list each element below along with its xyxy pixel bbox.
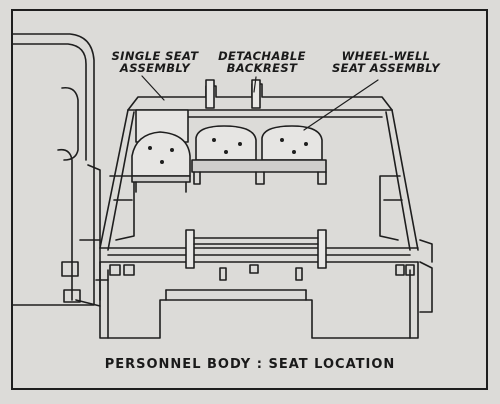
figure-caption: PERSONNEL BODY : SEAT LOCATION (104, 357, 396, 372)
wheel-well-label-line2: SEAT ASSEMBLY (332, 61, 440, 75)
backrest-label: DETACHABLE BACKREST (212, 50, 312, 74)
body-base (95, 239, 433, 339)
single-seat-label: SINGLE SEAT ASSEMBLY (105, 50, 205, 74)
wheel-well-label-line1: WHEEL-WELL (341, 49, 431, 63)
leader-lines (141, 75, 379, 131)
wheel-well-label: WHEEL-WELL SEAT ASSEMBLY (326, 50, 446, 74)
wheel-well-seat-assembly (191, 125, 327, 185)
backrest-label-line1: DETACHABLE (218, 49, 306, 63)
single-seat-label-line2: ASSEMBLY (119, 61, 191, 75)
cab-outline (11, 33, 101, 307)
diagram-frame (11, 9, 488, 390)
single-seat-label-line1: SINGLE SEAT (111, 49, 199, 63)
body-walls (99, 83, 419, 263)
backrest (185, 79, 327, 269)
single-seat-assembly (131, 109, 191, 193)
backrest-label-line2: BACKREST (226, 61, 298, 75)
